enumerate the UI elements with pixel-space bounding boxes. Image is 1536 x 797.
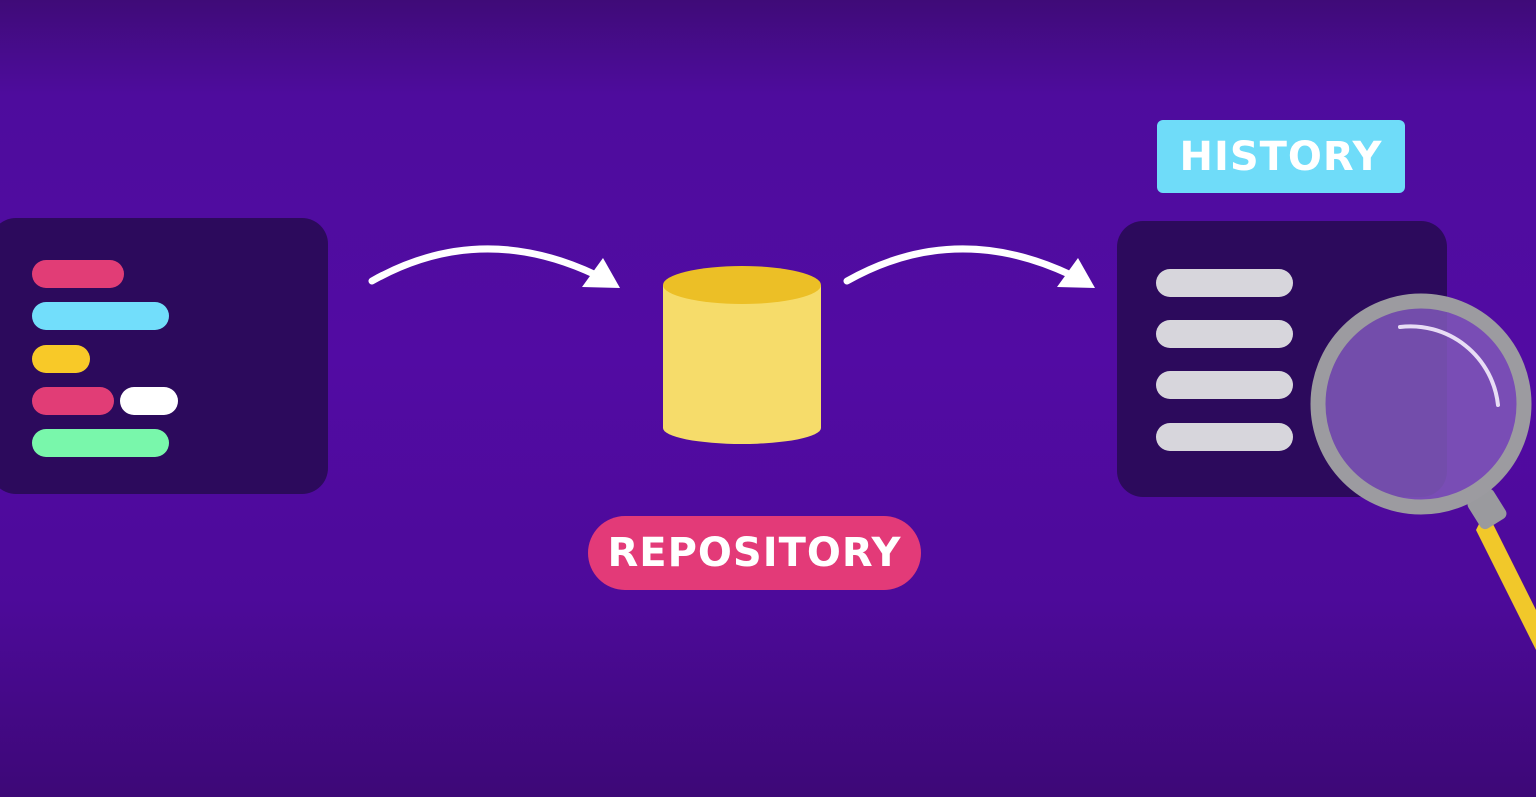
code-line-cyan [32, 302, 169, 330]
history-entry [1156, 371, 1293, 399]
magnifying-glass-icon [1310, 293, 1536, 650]
code-line-yellow [32, 345, 90, 373]
code-line-white [120, 387, 178, 415]
curved-arrow-icon [368, 245, 620, 288]
code-line-green [32, 429, 169, 457]
database-cylinder-icon [663, 266, 821, 444]
repository-label: REPOSITORY [588, 516, 921, 590]
history-label: HISTORY [1157, 120, 1405, 193]
repository-label-text: REPOSITORY [607, 530, 902, 576]
history-label-text: HISTORY [1179, 133, 1383, 180]
history-entry [1156, 320, 1293, 348]
curved-arrow-icon [843, 245, 1095, 288]
history-entry [1156, 269, 1293, 297]
history-entry [1156, 423, 1293, 451]
code-line-pink-short [32, 387, 114, 415]
code-panel [0, 218, 328, 494]
code-line-pink [32, 260, 124, 288]
